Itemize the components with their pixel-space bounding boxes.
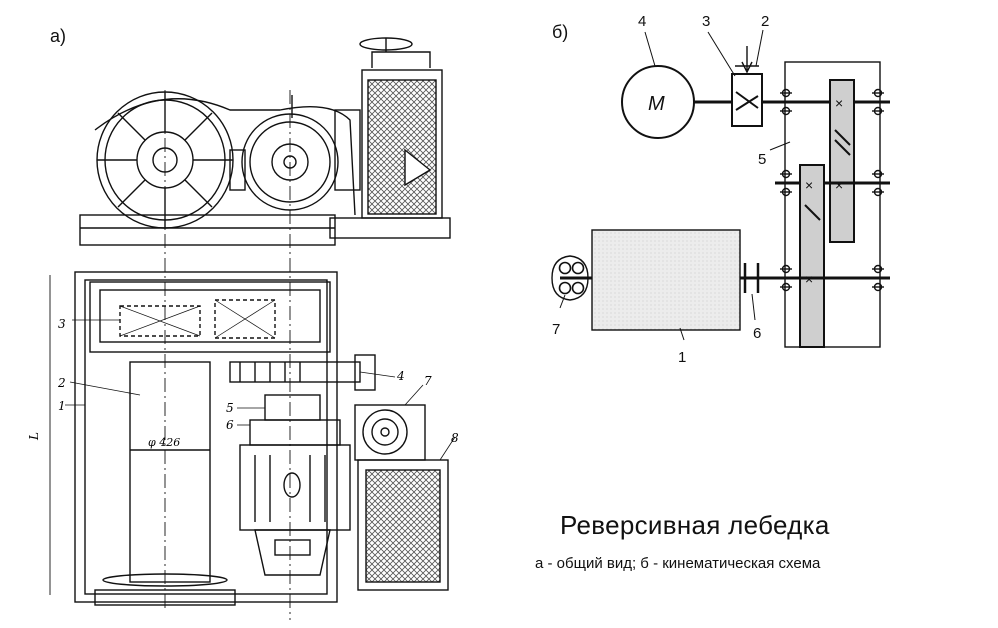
drum-plan xyxy=(129,361,211,583)
callout-a-5: 5 xyxy=(226,401,234,415)
control-cabinet-top xyxy=(361,69,443,219)
panel-a-letter: а) xyxy=(50,26,67,46)
callout-b-4: 4 xyxy=(638,13,646,30)
dim-length-label: L xyxy=(27,432,41,441)
gearbox-plan xyxy=(89,281,331,353)
controller-plan xyxy=(354,404,426,461)
callout-b-6: 6 xyxy=(753,325,761,342)
motor-plan xyxy=(239,444,351,531)
callout-b-7: 7 xyxy=(552,321,560,338)
callout-b-2: 2 xyxy=(761,13,769,30)
drum-diameter-label: φ 426 xyxy=(148,436,180,449)
figure-title: Реверсивная лебедка xyxy=(560,510,830,540)
svg-text:×: × xyxy=(835,177,843,193)
gear-upper xyxy=(829,79,855,243)
callout-a-1: 1 xyxy=(58,399,66,413)
callout-a-6: 6 xyxy=(226,418,234,432)
gear-lower xyxy=(799,164,825,348)
callout-a-3: 3 xyxy=(58,317,66,331)
callout-a-8: 8 xyxy=(451,431,459,445)
callout-b-1: 1 xyxy=(678,349,686,366)
callout-a-4: 4 xyxy=(396,369,405,383)
winch-general-view-drawing: L 1 2 3 4 5 6 7 8 φ 426 xyxy=(27,37,459,620)
callout-a-7: 7 xyxy=(424,374,432,388)
motor-label: M xyxy=(648,93,665,115)
brake-symbol xyxy=(731,73,763,127)
kinematic-scheme-diagram: × × × × xyxy=(551,13,890,366)
drum-symbol xyxy=(591,229,741,331)
figure-subtitle: а - общий вид; б - кинематическая схема xyxy=(535,555,821,572)
svg-text:×: × xyxy=(835,95,843,111)
base-frame-plan xyxy=(74,271,338,603)
base-frame-top-view xyxy=(79,214,336,246)
panel-b-letter: б) xyxy=(552,22,569,42)
callout-b-3: 3 xyxy=(702,13,710,30)
svg-text:×: × xyxy=(805,177,813,193)
callout-a-2: 2 xyxy=(57,376,66,390)
control-cabinet-plan xyxy=(357,459,449,591)
callout-b-5: 5 xyxy=(758,151,766,168)
